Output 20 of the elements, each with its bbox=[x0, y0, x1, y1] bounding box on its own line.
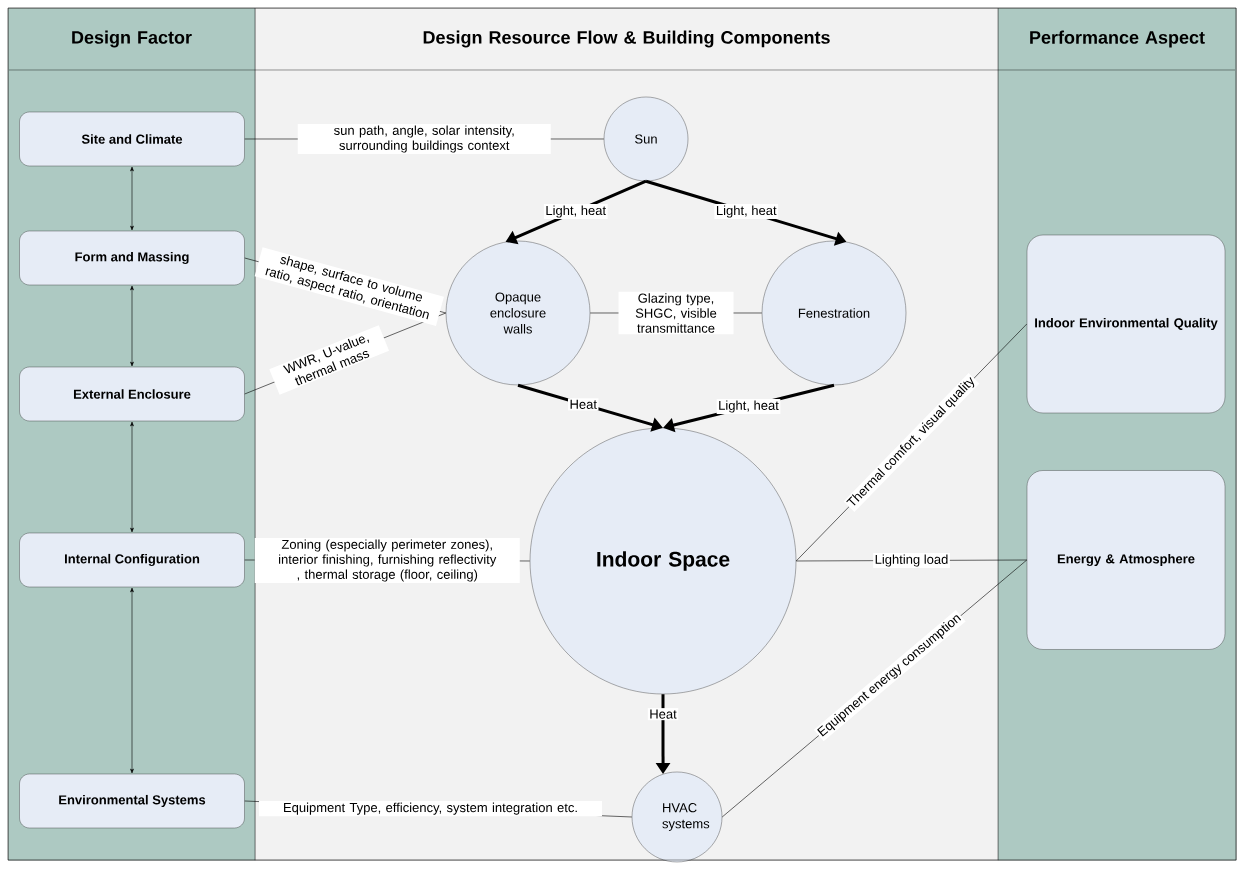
column-heading: Design Resource Flow & Building Components bbox=[423, 30, 830, 48]
arrow bbox=[130, 587, 134, 774]
aspect-box: Energy & Atmosphere bbox=[1026, 470, 1226, 650]
arrow bbox=[130, 166, 134, 231]
factor-box: Site and Climate bbox=[19, 111, 245, 167]
edge-label: Equipment Type, efficiency, system integration etc. bbox=[259, 801, 602, 817]
factor-box: Form and Massing bbox=[19, 230, 245, 286]
arrow bbox=[130, 285, 134, 367]
aspect-box: Indoor Environmental Quality bbox=[1026, 234, 1226, 414]
column-heading: Performance Aspect bbox=[1030, 30, 1205, 48]
arrow bbox=[130, 421, 134, 533]
factor-box: External Enclosure bbox=[19, 366, 245, 422]
factor-box: Internal Configuration bbox=[19, 532, 245, 588]
column-heading: Design Factor bbox=[72, 30, 192, 48]
edge-label: Heat bbox=[568, 398, 599, 411]
edge-label: Heat bbox=[647, 708, 679, 721]
edge-label: Glazing type, SHGC, visible transmittance bbox=[618, 291, 734, 335]
edge-label: shape, surface to volume ratio, aspect ratio, orientation bbox=[254, 247, 444, 326]
edge-label: sun path, angle, solar intensity, surrounding buildings context bbox=[297, 123, 551, 155]
factor-box: Environmental Systems bbox=[19, 773, 245, 829]
